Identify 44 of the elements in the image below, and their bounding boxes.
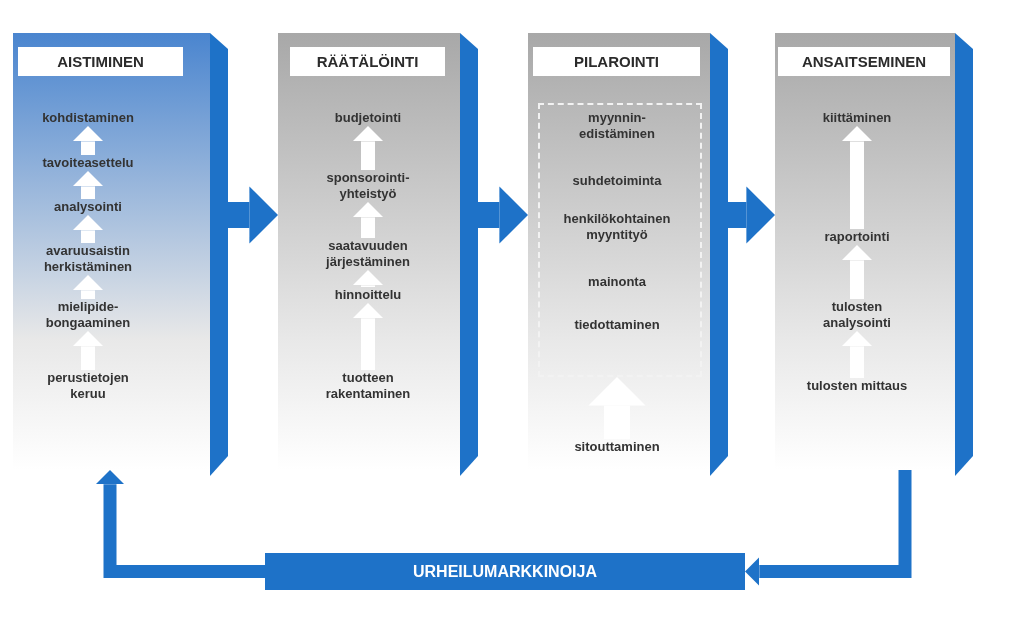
step-label: tulosten mittaus [806,378,908,394]
arrow [72,171,104,199]
arrow [72,215,104,243]
step-label: sponsorointi- yhteistyö [313,170,423,202]
arrow [841,331,873,378]
arrow [728,186,775,244]
step-label: henkilökohtainen myyntityö [563,211,671,243]
stage-heading: PILAROINTI [533,47,700,76]
arrow [841,245,873,299]
dashed-frame [538,103,702,377]
step-label: raportointi [824,229,890,245]
step-label: sitouttaminen [574,439,660,455]
step-label: tulosten analysointi [801,299,913,331]
step-label: tiedottaminen [574,317,660,333]
stage-heading: RÄÄTÄLÖINTI [290,47,445,76]
arrow [228,186,278,244]
arrow [95,470,265,578]
step-label: avaruusaistin herkistäminen [32,243,144,275]
arrow [841,126,873,229]
arrow [72,331,104,370]
step-label: perustietojen keruu [32,370,144,402]
step-label: analysointi [54,199,122,215]
arrow [352,303,384,370]
step-label: budjetointi [334,110,402,126]
step-label: tuotteen rakentaminen [313,370,423,402]
arrow [745,470,912,586]
arrow [478,186,528,244]
step-label: tavoiteasettelu [42,155,134,171]
step-label: mielipide- bongaaminen [32,299,144,331]
arrow [352,202,384,238]
step-label: hinnoittelu [334,287,402,303]
step-label: kohdistaminen [42,110,134,126]
arrow [72,126,104,155]
role-banner: URHEILUMARKKINOIJA [265,553,745,590]
stage-heading: ANSAITSEMINEN [778,47,950,76]
step-label: myynnin- edistäminen [575,110,659,142]
step-label: saatavuuden järjestäminen [313,238,423,270]
step-label: suhdetoiminta [572,173,662,189]
stage-heading: AISTIMINEN [18,47,183,76]
arrow [352,270,384,287]
step-label: kiittäminen [822,110,892,126]
arrow [72,275,104,299]
arrow [352,126,384,170]
step-label: mainonta [588,274,646,290]
